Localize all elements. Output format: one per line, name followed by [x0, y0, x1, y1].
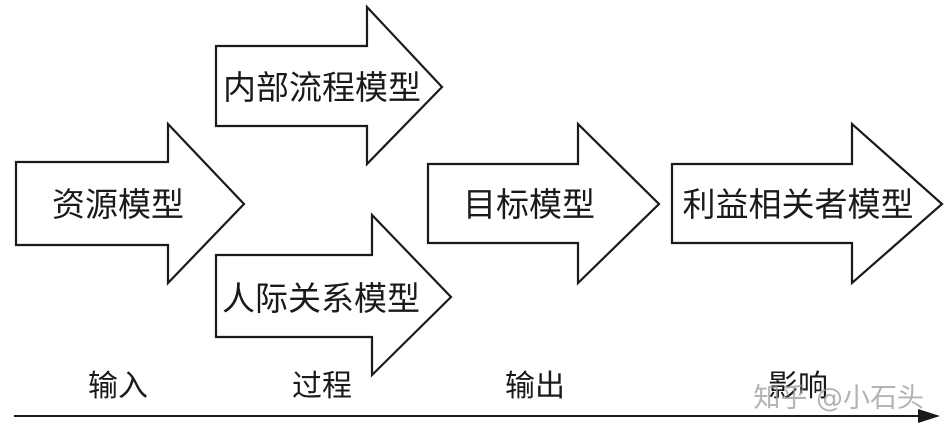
- stage-impact-label: 影响: [768, 369, 828, 404]
- resource-model-label: 资源模型: [52, 185, 184, 224]
- internal-process-model-label: 内部流程模型: [223, 68, 421, 107]
- resource-model-arrow-shape: [14, 121, 246, 286]
- interpersonal-model-label: 人际关系模型: [222, 279, 420, 318]
- goal-model-arrow: 目标模型: [426, 121, 661, 286]
- stakeholder-model-arrow: 利益相关者模型: [670, 121, 944, 286]
- watermark: 知乎 @小石头: [753, 383, 924, 414]
- stakeholder-model-label: 利益相关者模型: [683, 185, 914, 224]
- goal-model-arrow-shape: [426, 121, 661, 286]
- internal-process-model-arrow-shape: [214, 4, 444, 167]
- interpersonal-model-arrow: 人际关系模型: [214, 212, 453, 378]
- interpersonal-model-arrow-shape: [214, 212, 453, 378]
- stage-output-label: 输出: [505, 369, 565, 404]
- internal-process-model-arrow: 内部流程模型: [214, 4, 444, 167]
- stakeholder-model-arrow-shape: [670, 121, 944, 286]
- timeline-axis: [14, 409, 940, 423]
- timeline-axis-arrowhead: [918, 409, 940, 423]
- stage-process-label: 过程: [292, 369, 352, 404]
- stage-input-label: 输入: [88, 369, 148, 404]
- goal-model-label: 目标模型: [463, 185, 595, 224]
- resource-model-arrow: 资源模型: [14, 121, 246, 286]
